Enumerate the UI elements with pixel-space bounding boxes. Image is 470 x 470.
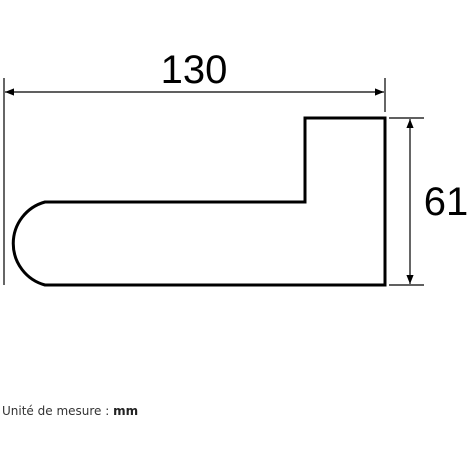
measurement-unit-caption: Unité de mesure : mm xyxy=(2,404,138,418)
caption-unit: mm xyxy=(113,404,139,418)
height-dimension-label: 61 xyxy=(424,180,469,224)
width-dimension-label: 130 xyxy=(161,48,228,92)
caption-label: Unité de mesure : xyxy=(2,404,110,418)
handle-outline xyxy=(11,116,387,287)
